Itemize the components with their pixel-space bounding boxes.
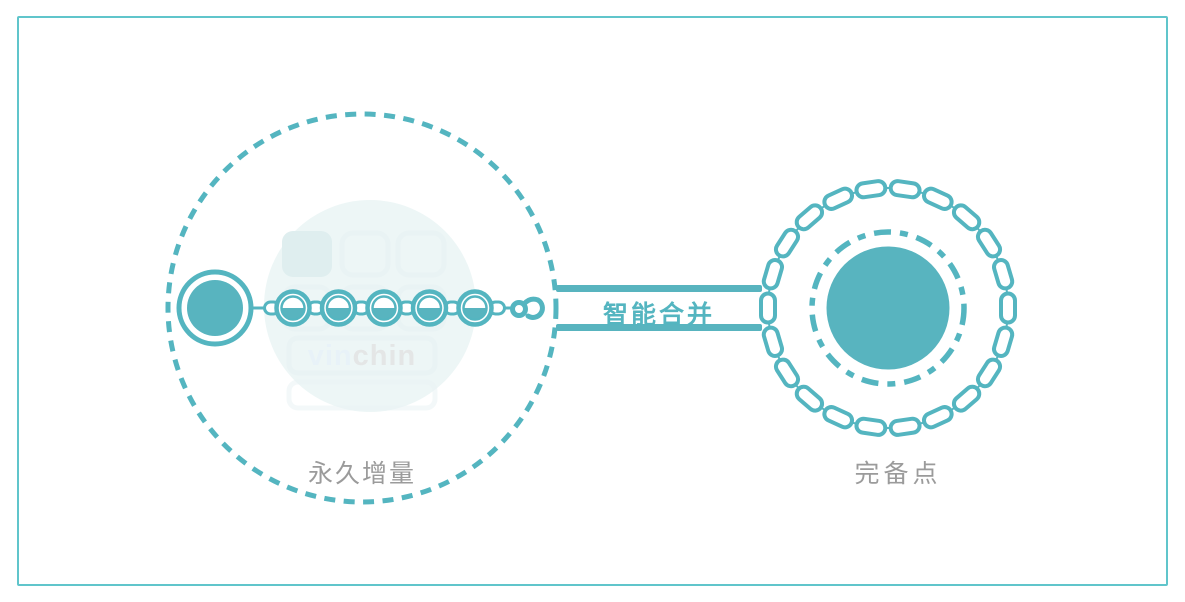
incremental-dashed-circle — [165, 111, 559, 505]
chain-link — [975, 357, 1003, 389]
brand-chin: chin — [352, 340, 417, 372]
chain-link — [822, 405, 855, 430]
incremental-node-inner — [416, 295, 443, 321]
watermark-square-outline — [339, 230, 391, 278]
merge-pipe — [556, 285, 762, 331]
incremental-label: 永久增量 — [307, 460, 416, 488]
chain-link — [991, 258, 1015, 291]
watermark-square-outline — [395, 230, 447, 278]
chain-link — [794, 384, 825, 413]
full-point-dashed-ring — [809, 229, 967, 387]
chain-link — [773, 227, 801, 259]
incremental-node-inner — [280, 295, 306, 321]
chain-ring — [759, 179, 1017, 437]
chain-link — [854, 416, 888, 437]
backup-chain — [176, 269, 545, 347]
chain-link — [921, 186, 954, 211]
chain-link — [854, 179, 888, 200]
watermark-square-filled — [282, 231, 332, 277]
chain-link — [975, 227, 1003, 259]
watermark-partial-box — [286, 379, 438, 411]
pipe-bottom-bar — [556, 324, 762, 331]
outer-border — [17, 16, 1168, 586]
incremental-node-inner — [371, 295, 397, 321]
full-backup-node — [187, 280, 243, 336]
chain-link — [888, 416, 922, 437]
brand-vin: vin — [307, 340, 353, 372]
merge-pipe-label: 智能合并 — [602, 301, 715, 329]
chain-link — [822, 186, 855, 211]
chain-link — [991, 325, 1015, 358]
chain-link — [999, 291, 1017, 325]
chain-link — [761, 258, 785, 291]
chain-link — [761, 325, 785, 358]
watermark-brand: vinchin — [289, 338, 435, 374]
chain-link — [951, 384, 982, 413]
chain-link — [888, 179, 922, 200]
chain-link — [794, 203, 825, 232]
watermark-logo-box — [286, 335, 438, 376]
chain-link — [951, 203, 982, 232]
pipe-top-bar — [556, 285, 762, 292]
incremental-node-inner — [462, 295, 488, 321]
chain-hook-icon — [510, 296, 545, 320]
chain-link — [921, 405, 954, 430]
chain-link — [773, 357, 801, 389]
chain-link — [759, 291, 777, 325]
full-point-label: 完备点 — [854, 460, 942, 488]
full-point-disc — [826, 246, 950, 370]
incremental-nodes — [274, 289, 494, 327]
full-point-group — [759, 179, 1017, 437]
incremental-node-inner — [325, 295, 352, 321]
